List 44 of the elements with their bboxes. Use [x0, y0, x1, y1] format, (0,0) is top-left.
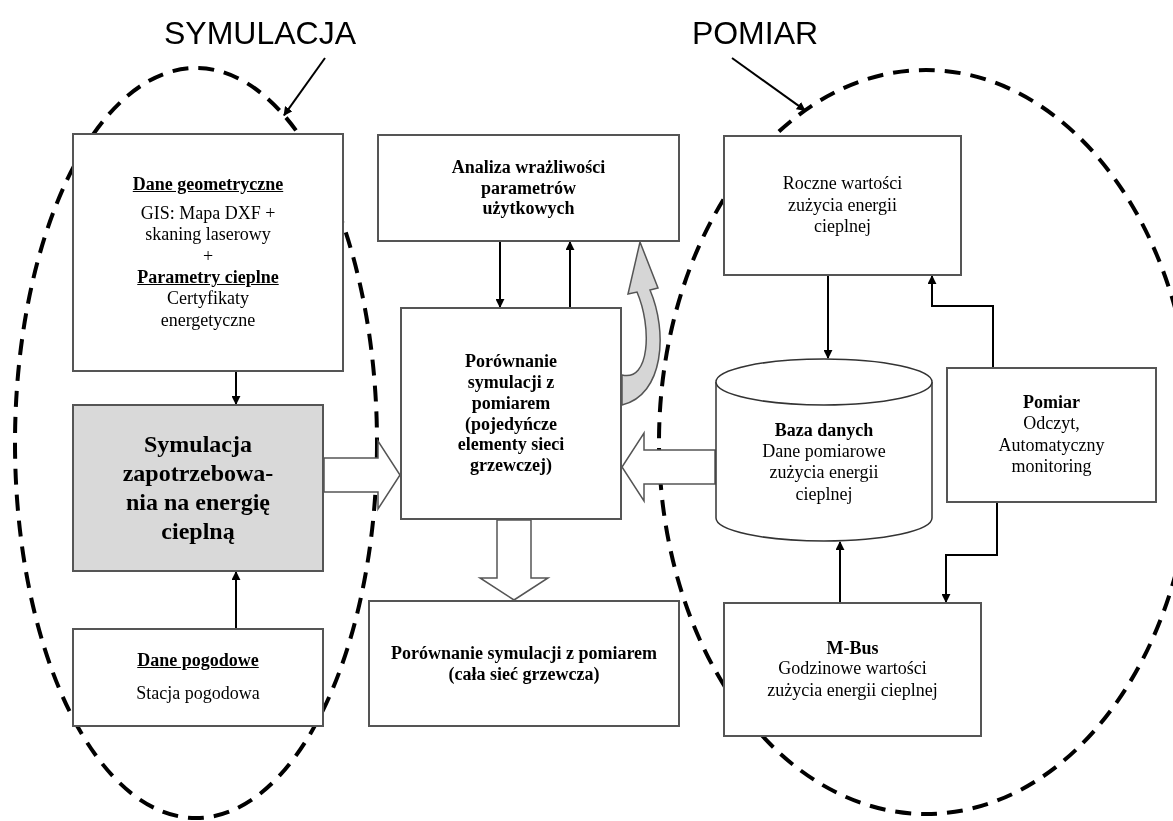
box-text: Godzinowe wartości zużycia energii cieplnej — [766, 658, 939, 702]
arrow — [941, 502, 998, 603]
box-heading: Dane geometryczne — [132, 173, 284, 195]
process-box — [400, 307, 622, 520]
arrow — [565, 241, 575, 308]
curved-block-arrow — [621, 241, 661, 406]
box-heading: Baza danych — [774, 420, 874, 441]
arrow — [283, 57, 326, 117]
data-box — [946, 367, 1157, 503]
block-arrow — [621, 430, 716, 504]
arrow — [927, 275, 994, 368]
group-title: SYMULACJA — [163, 14, 356, 53]
data-box — [723, 135, 962, 276]
data-box — [72, 133, 344, 372]
arrow — [823, 275, 833, 359]
box-text: Roczne wartości zużycia energii cieplnej — [781, 173, 904, 238]
box-text: Dane pomiarowe zużycia energii cieplnej — [761, 440, 887, 506]
database-cylinder — [715, 358, 933, 542]
arrow — [231, 371, 241, 405]
box-text: Stacja pogodowa — [136, 683, 260, 705]
process-box — [72, 404, 324, 572]
block-arrow — [477, 519, 551, 601]
box-heading: M-Bus — [826, 637, 879, 659]
arrow — [231, 571, 241, 629]
arrow — [495, 241, 505, 308]
arrow — [731, 57, 806, 112]
box-heading: Dane pogodowe — [137, 650, 259, 672]
process-box — [377, 134, 680, 242]
box-text: + — [202, 245, 214, 268]
box-text: Analiza wrażliwości parametrów użytkowych — [450, 156, 607, 220]
box-heading: Pomiar — [1023, 392, 1080, 413]
block-arrow — [323, 438, 401, 512]
process-box — [368, 600, 680, 727]
box-text: Parametry cieplne — [137, 267, 279, 288]
arrow — [835, 541, 845, 603]
box-text: Porównanie symulacji z pomiarem (pojedyńcze elementy sieci grzewczej) — [456, 351, 566, 476]
data-box — [72, 628, 324, 727]
box-text: Certyfikaty energetyczne — [159, 288, 257, 332]
box-text: Porównanie symulacji z pomiarem (cała sieć grzewcza) — [389, 642, 659, 685]
box-text: Odczyt, Automatyczny monitoring — [997, 412, 1106, 478]
group-title: POMIAR — [691, 14, 819, 53]
box-text: GIS: Mapa DXF + skaning laserowy — [139, 202, 277, 246]
data-box — [723, 602, 982, 737]
box-text: Symulacja zapotrzebowa- nia na energię cieplną — [121, 430, 275, 546]
